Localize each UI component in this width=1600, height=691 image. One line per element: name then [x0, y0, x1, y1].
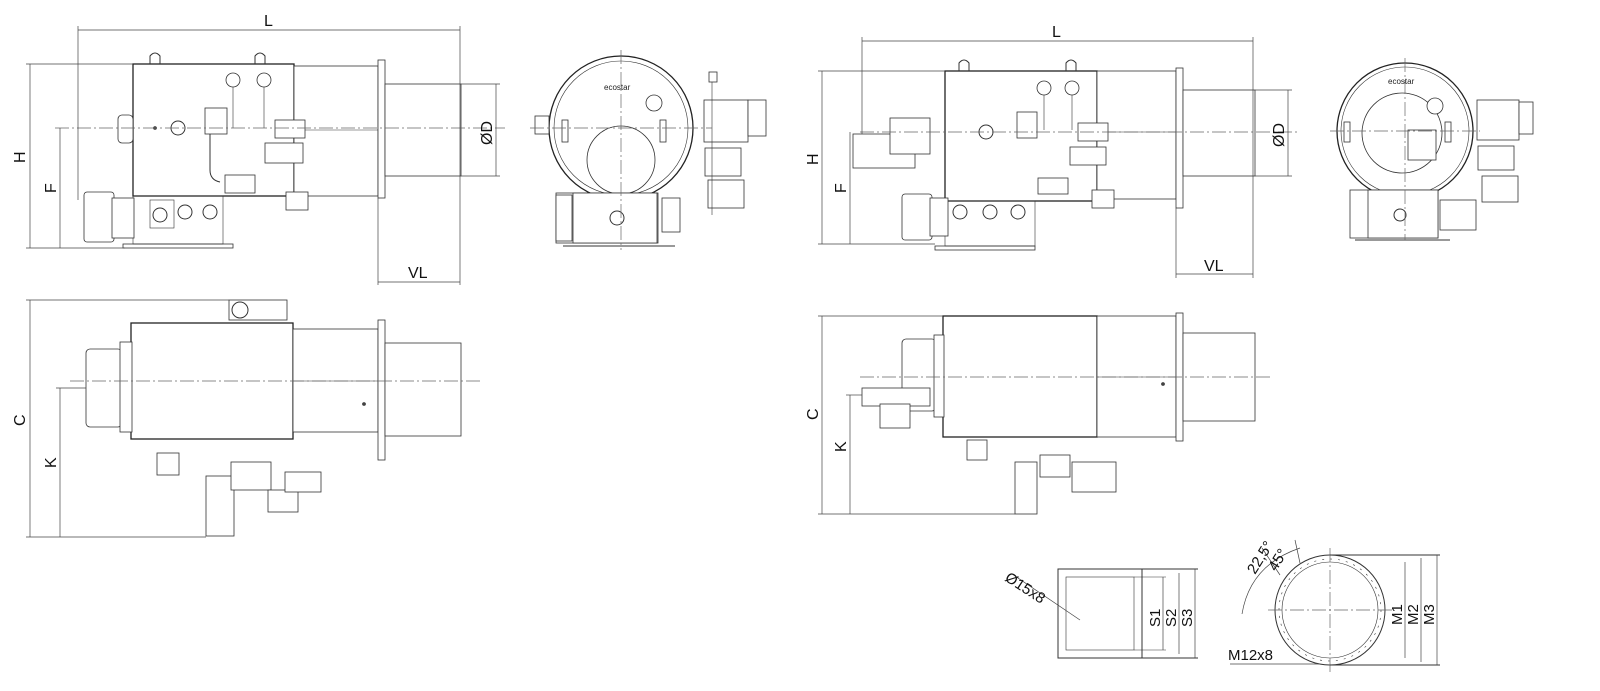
- dim-F-label-2: F: [833, 183, 850, 193]
- view-side-right: L H F ØD VL: [805, 24, 1300, 278]
- mounting-flange: [377, 59, 386, 199]
- dim-L-label-2: L: [1052, 24, 1061, 41]
- dim-M3-label: M3: [1421, 604, 1438, 625]
- motor-top: [85, 348, 123, 428]
- hole-square-label: Ø15x8: [1002, 569, 1048, 607]
- dim-VL-label-2: VL: [1204, 258, 1224, 275]
- view-front-right: ecostar: [1330, 58, 1534, 241]
- dim-M2-label: M2: [1405, 604, 1422, 625]
- dim-S2-label: S2: [1163, 609, 1180, 627]
- dim-F-label: F: [43, 183, 60, 193]
- blast-tube: [384, 83, 462, 177]
- view-top-left: C K: [12, 299, 480, 538]
- detail-round-flange: M1 M2 M3 22,5° 45° M12x8: [1228, 538, 1440, 672]
- dim-D-label-2: ØD: [1271, 123, 1288, 147]
- view-top-right: C K: [805, 312, 1270, 515]
- dim-S1-label: S1: [1147, 609, 1164, 627]
- burner-body-top-2: [942, 315, 1098, 438]
- dim-K-label: K: [43, 457, 60, 468]
- hole-round-label: M12x8: [1228, 647, 1273, 664]
- dim-M1-label: M1: [1389, 604, 1406, 625]
- pressure-gauge: [225, 72, 241, 88]
- dim-K-label-2: K: [833, 441, 850, 452]
- dim-L-label: L: [264, 13, 273, 30]
- dim-VL-label: VL: [408, 265, 428, 282]
- pressure-gauge: [256, 72, 272, 88]
- view-front-left: ecostar: [530, 50, 767, 250]
- dim-D-label: ØD: [479, 121, 496, 145]
- brand-logo-2: ecostar: [1388, 77, 1415, 86]
- square-flange-outer: [1057, 568, 1143, 659]
- base-plate: [122, 243, 234, 249]
- dim-C-label-2: C: [805, 408, 822, 420]
- view-side-left: L H F ØD VL: [12, 13, 505, 285]
- dim-S3-label: S3: [1179, 609, 1196, 627]
- dim-C-label: C: [12, 414, 29, 426]
- dim-H-label: H: [12, 151, 29, 163]
- housing: [293, 65, 379, 197]
- dim-H-label-2: H: [805, 153, 822, 165]
- brand-logo: ecostar: [604, 83, 631, 92]
- motor: [83, 191, 115, 243]
- detail-square-flange: S1 S2 S3 Ø15x8: [1002, 568, 1198, 659]
